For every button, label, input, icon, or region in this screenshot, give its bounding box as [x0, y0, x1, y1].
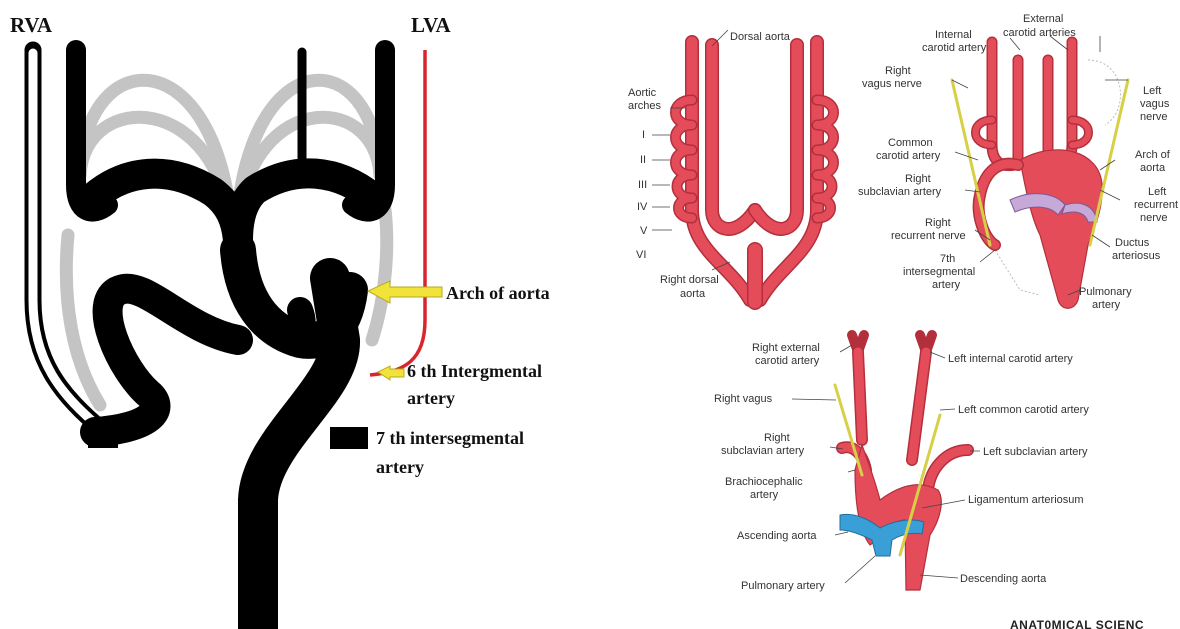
arch-numeral-5: V — [640, 225, 648, 237]
seventh-intersegmental-label: 7 th intersegmental — [376, 428, 524, 448]
arch-of-aorta-label: Arch of aorta — [446, 283, 550, 303]
right-vagus-nerve-label: Right — [885, 65, 911, 77]
arch-numeral-2: II — [640, 154, 646, 166]
transition-diagram: External carotid arteries Internal carot… — [858, 13, 1178, 311]
adult-arteries-diagram: Right external carotid artery Left inter… — [714, 335, 1089, 592]
arch-of-aorta-label: Arch of — [1135, 149, 1171, 161]
rva-label: RVA — [10, 13, 53, 37]
sixth-intersegmental-label-line2: artery — [407, 388, 455, 408]
pulmonary-artery-label: Pulmonary — [1079, 286, 1132, 298]
left-vagus-nerve-label-line3: nerve — [1140, 111, 1168, 123]
embryology-illustrations: Dorsal aorta Aortic arches I II III IV V… — [600, 0, 1180, 629]
external-carotid-label-line2: carotid arteries — [1003, 27, 1076, 39]
sixth-intersegmental-label: 6 th Intergmental — [407, 361, 542, 381]
ductus-arteriosus-label-line2: arteriosus — [1112, 250, 1161, 262]
aortic-arches-label: Aortic — [628, 87, 657, 99]
left-recurrent-nerve-label-line3: nerve — [1140, 212, 1168, 224]
arch-numeral-1: I — [642, 129, 645, 141]
external-carotid-label: External — [1023, 13, 1063, 25]
seventh-intersegmental-label-line3: artery — [932, 279, 961, 291]
ductus-arteriosus-label: Ductus — [1115, 237, 1150, 249]
right-vagus-nerve-label-line2: vagus nerve — [862, 78, 922, 90]
right-subclavian-label: Right — [905, 173, 931, 185]
right-external-carotid-label: Right external — [752, 342, 820, 354]
right-subclavian-label-line2: subclavian artery — [858, 186, 942, 198]
right-recurrent-nerve-label: Right — [925, 217, 951, 229]
anatomical-sciences-watermark: ANAT0MICAL SCIENC — [1010, 618, 1144, 629]
brachiocephalic-label: Brachiocephalic — [725, 476, 803, 488]
left-internal-carotid-label: Left internal carotid artery — [948, 353, 1073, 365]
dorsal-aorta-label: Dorsal aorta — [730, 31, 791, 43]
brachiocephalic-label-line2: artery — [750, 489, 779, 501]
common-carotid-label-line2: carotid artery — [876, 150, 941, 162]
right-external-carotid-label-line2: carotid artery — [755, 355, 820, 367]
ascending-aorta-label: Ascending aorta — [737, 530, 817, 542]
arch-of-aorta-label-line2: aorta — [1140, 162, 1166, 174]
common-carotid-label: Common — [888, 137, 933, 149]
pulmonary-artery-label: Pulmonary artery — [741, 580, 825, 592]
embryonic-arches-diagram: Dorsal aorta Aortic arches I II III IV V… — [628, 30, 834, 302]
pulmonary-artery-label-line2: artery — [1092, 299, 1121, 311]
left-recurrent-nerve-label-line2: recurrent — [1134, 199, 1178, 211]
seventh-intersegmental-label-line2: intersegmental — [903, 266, 975, 278]
lva-label: LVA — [411, 13, 452, 37]
left-recurrent-nerve-label: Left — [1148, 186, 1166, 198]
right-recurrent-nerve-label-line2: recurrent nerve — [891, 230, 966, 242]
right-subclavian-label-line2: subclavian artery — [721, 445, 805, 457]
left-vagus-nerve-label: Left — [1143, 85, 1161, 97]
right-dorsal-aorta-label-line2: aorta — [680, 288, 706, 300]
seventh-intersegmental-label-line2: artery — [376, 457, 424, 477]
seventh-intersegmental-label: 7th — [940, 253, 955, 265]
left-subclavian-label: Left subclavian artery — [983, 446, 1088, 458]
aortic-arch-schematic: RVA LVA Arch of aorta 6 th Intergmental … — [0, 0, 600, 629]
ligamentum-arteriosum-label: Ligamentum arteriosum — [968, 494, 1084, 506]
arch-numeral-6: VI — [636, 249, 646, 261]
arch-numeral-4: IV — [637, 201, 648, 213]
left-common-carotid-label: Left common carotid artery — [958, 404, 1089, 416]
arch-numeral-3: III — [638, 179, 647, 191]
internal-carotid-label: Internal — [935, 29, 972, 41]
left-vagus-nerve-label-line2: vagus — [1140, 98, 1170, 110]
persistent-vessels — [76, 50, 385, 629]
descending-aorta-label: Descending aorta — [960, 573, 1047, 585]
right-vagus-label: Right vagus — [714, 393, 773, 405]
right-subclavian-label: Right — [764, 432, 790, 444]
internal-carotid-label-line2: carotid artery — [922, 42, 987, 54]
aortic-arches-label-line2: arches — [628, 100, 662, 112]
right-dorsal-aorta-label: Right dorsal — [660, 274, 719, 286]
